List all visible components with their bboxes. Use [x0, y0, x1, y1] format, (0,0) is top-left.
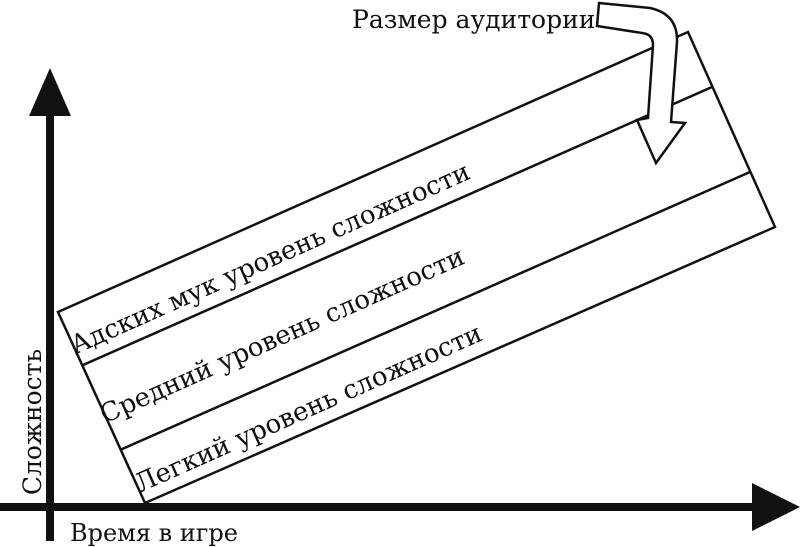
- band-divider-2: [119, 170, 751, 452]
- y-axis-arrowhead: [29, 68, 71, 116]
- band-divider-1: [82, 85, 713, 367]
- difficulty-band: [56, 30, 777, 505]
- x-axis-arrowhead: [752, 483, 800, 531]
- y-axis-line: [46, 105, 54, 541]
- audience-arrow-icon: [595, 1, 688, 166]
- x-axis-label: Время в игре: [70, 519, 238, 547]
- y-axis-label: Сложность: [18, 349, 47, 495]
- audience-label: Размер аудитории: [352, 5, 595, 34]
- x-axis-line: [0, 503, 760, 511]
